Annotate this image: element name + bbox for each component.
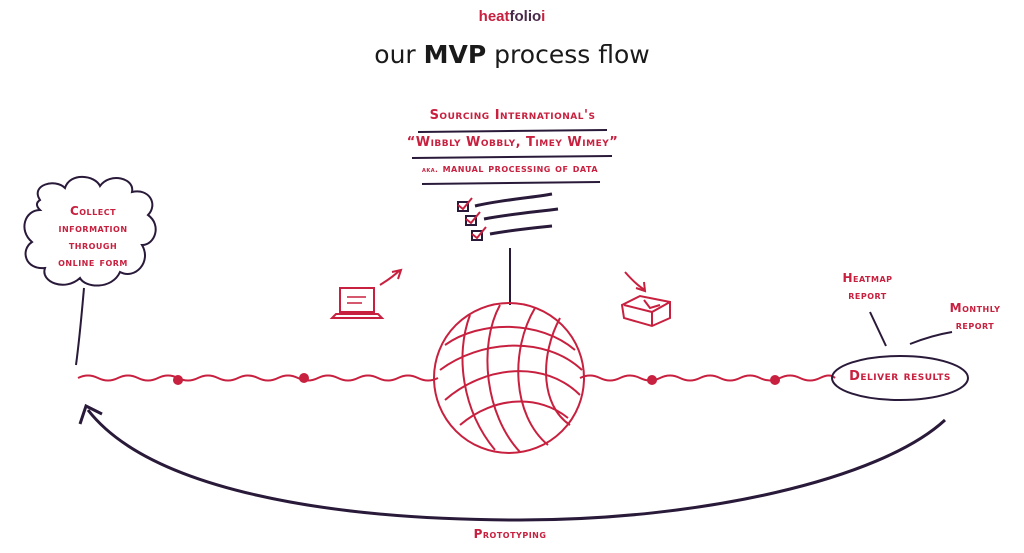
yarn-string-right — [579, 374, 836, 382]
collect-label: Collect information through online form — [38, 203, 148, 271]
collect-line: through — [68, 238, 118, 252]
monthly-line: report — [955, 318, 995, 332]
page-title: our MVP process flow — [0, 40, 1024, 69]
checklist-icon — [457, 192, 559, 305]
banner-line3-small: aka. — [421, 166, 439, 174]
brand-part1: heat — [478, 8, 510, 25]
heatmap-line: report — [848, 288, 887, 302]
heatmap-label: Heatmap report — [820, 270, 915, 304]
prototyping-label: Prototyping — [473, 527, 547, 541]
title-strong: MVP — [423, 40, 487, 69]
banner-ribbons — [411, 129, 613, 185]
brand-mark: i — [541, 8, 546, 25]
monthly-line: Monthly — [949, 301, 1001, 315]
laptop-icon — [329, 268, 403, 319]
yarn-string-left — [77, 374, 439, 382]
banner-line2: “Wibbly Wobbly, Timey Wimey” — [406, 135, 619, 150]
collect-line: information — [58, 221, 128, 235]
title-post: process flow — [486, 40, 650, 69]
deliver-label: Deliver results — [849, 369, 951, 384]
collect-line: online form — [58, 255, 128, 269]
banner-line1: Sourcing International's — [429, 108, 596, 123]
heatmap-line: Heatmap — [842, 271, 893, 285]
banner-line3: aka. manual processing of data — [410, 162, 610, 175]
yarn-knots — [173, 373, 780, 385]
yarn-ball-icon — [433, 302, 585, 454]
prototyping-arrow — [86, 409, 947, 522]
collect-line: Collect — [69, 204, 117, 218]
package-icon — [620, 271, 671, 328]
monthly-label: Monthly report — [930, 300, 1020, 334]
brand-logo: heatfolioi — [0, 8, 1024, 25]
cloud-icon — [23, 175, 157, 287]
deliver-ellipse — [831, 355, 969, 401]
banner-line3-text: manual processing of data — [442, 162, 599, 175]
brand-part2: folio — [509, 8, 542, 25]
title-pre: our — [374, 40, 424, 69]
arrow-icon — [78, 403, 103, 425]
